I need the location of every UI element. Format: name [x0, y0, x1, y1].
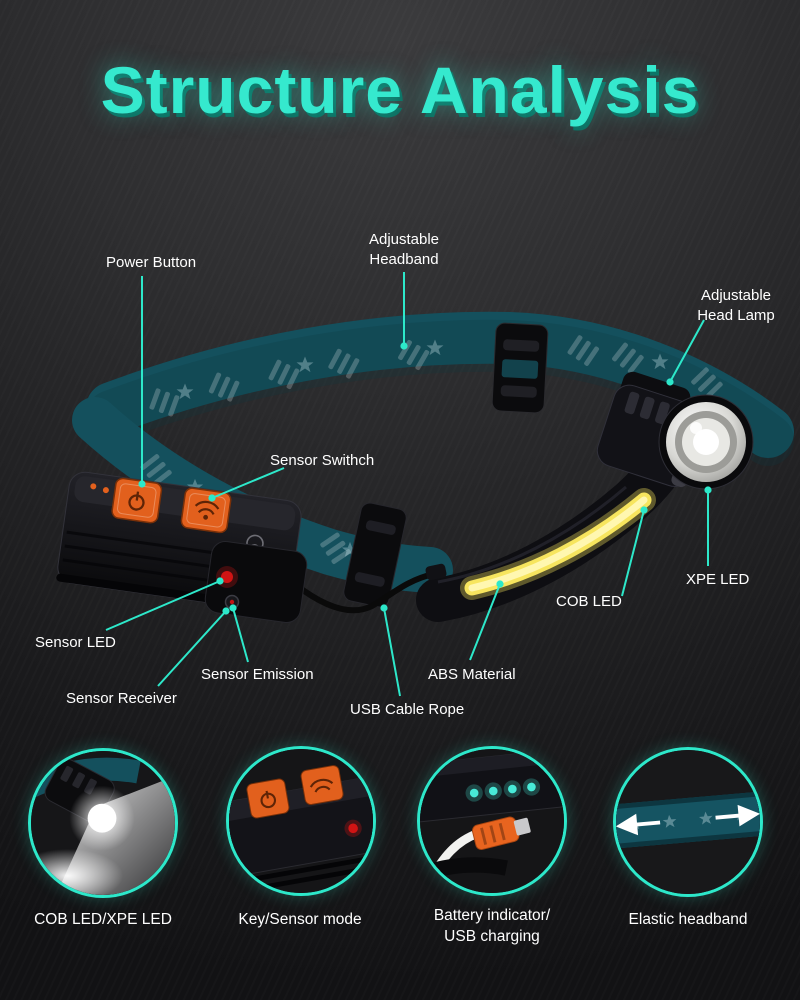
sensor-led-red — [221, 571, 233, 583]
usb-cable — [294, 563, 447, 614]
callout-xpe-led: XPE LED — [686, 571, 750, 588]
mini-beam-source — [87, 803, 117, 833]
caption-elastic-headband: Elastic headband — [628, 911, 748, 928]
callout-adjustable-headband: Adjustable Headband — [368, 231, 440, 269]
callout-sensor-receiver: Sensor Receiver — [66, 690, 177, 707]
mini-sensor-key — [300, 765, 344, 805]
callout-sensor-led: Sensor LED — [35, 634, 116, 651]
battery-usb-closeup — [420, 749, 564, 893]
mini-red-indicator — [348, 823, 358, 834]
line-adjustable-head-lamp — [669, 319, 705, 383]
mini-power-key — [246, 778, 290, 819]
feature-photo-cob-xpe-led — [28, 748, 178, 898]
callout-power-button: Power Button — [106, 254, 197, 271]
page-title: Structure Analysis — [100, 53, 700, 127]
key-sensor-closeup — [229, 749, 373, 893]
callout-sensor-emission: Sensor Emission — [201, 666, 314, 683]
feature-photo-battery-usb — [417, 746, 567, 896]
callout-abs-material: ABS Material — [428, 666, 516, 683]
stretch-arrows-icon — [616, 804, 760, 836]
headband-strap-top — [86, 311, 794, 466]
mini-usb-plug — [471, 816, 531, 850]
callout-adjustable-head-lamp: Adjustable Head Lamp — [697, 287, 775, 325]
line-abs-material — [469, 583, 501, 661]
feature-photo-key-sensor-mode — [226, 746, 376, 896]
sensor-switch-key — [180, 487, 232, 534]
caption-battery-usb: Battery indicator/ USB charging — [433, 907, 551, 945]
caption-cob-xpe-led: COB LED/XPE LED — [34, 911, 172, 928]
strap-buckle-middle — [343, 502, 407, 608]
elastic-headband-closeup — [616, 750, 760, 894]
line-usb-cable-rope — [383, 607, 401, 697]
feature-photo-elastic-headband — [613, 747, 763, 897]
headband-buckle-top — [491, 322, 549, 414]
mini-battery-leds — [465, 778, 541, 802]
line-sensor-emission — [232, 607, 249, 663]
callout-usb-cable-rope: USB Cable Rope — [350, 701, 465, 718]
line-cob-led — [621, 509, 645, 597]
callout-cob-led: COB LED — [556, 593, 622, 610]
cob-led-strip — [460, 488, 656, 600]
cob-xpe-led-closeup — [31, 751, 175, 895]
callout-sensor-switch: Sensor Swithch — [270, 452, 375, 469]
line-sensor-switch — [211, 467, 285, 499]
caption-key-sensor-mode: Key/Sensor mode — [238, 911, 362, 928]
line-sensor-led — [105, 580, 221, 631]
line-sensor-receiver — [157, 610, 227, 687]
